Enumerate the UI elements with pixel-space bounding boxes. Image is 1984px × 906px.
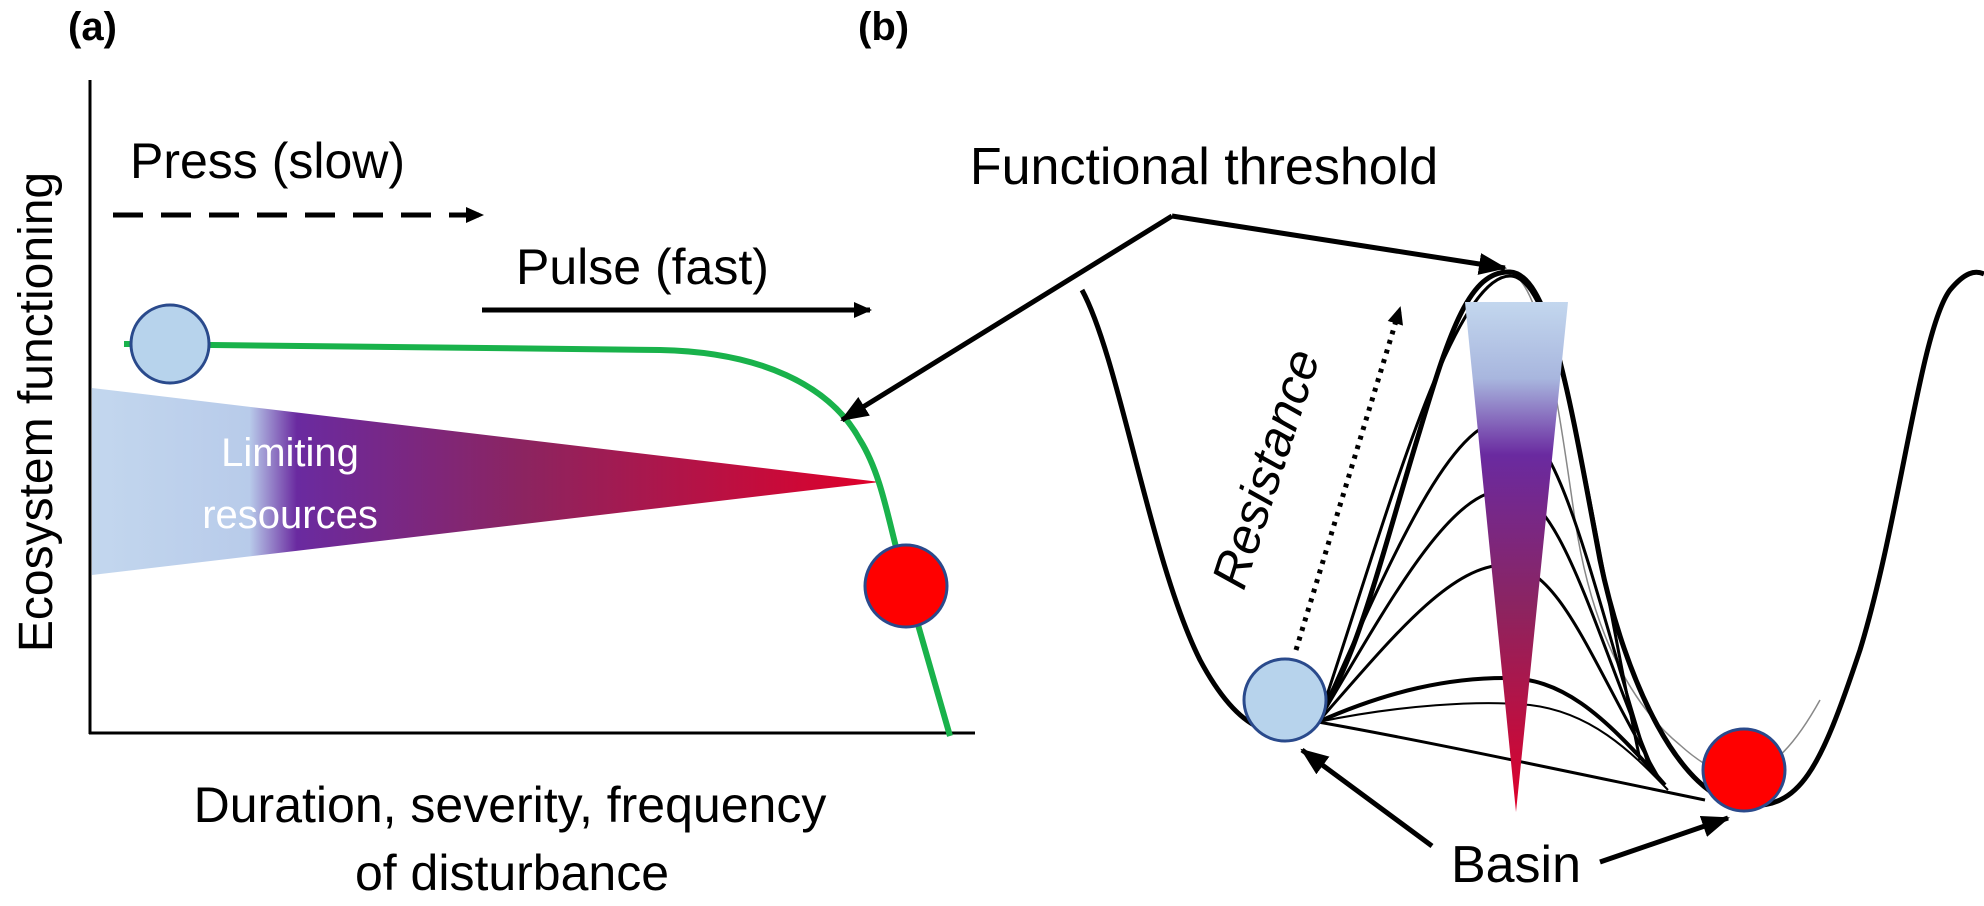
basin-arrow-right — [1599, 815, 1730, 865]
limiting-resources-wedge — [92, 388, 880, 575]
resource-cone — [1465, 302, 1568, 812]
pulse-label: Pulse (fast) — [516, 239, 769, 295]
functional-threshold-label: Functional threshold — [970, 138, 1438, 196]
basin-label: Basin — [1451, 836, 1581, 894]
wedge-label-line1: Limiting — [221, 431, 359, 475]
healthy-state-ball — [129, 303, 211, 385]
basin-arrow-left — [1300, 747, 1434, 849]
wedge-label-line2: resources — [202, 493, 378, 537]
panel-b: (b) Functional threshold Resistance Basi — [840, 5, 1984, 894]
threshold-arrow-to-peak — [1171, 213, 1507, 275]
threshold-arrow-to-curve — [840, 213, 1174, 423]
x-axis-label-line1: Duration, severity, frequency — [194, 777, 827, 833]
x-axis-label-line2: of disturbance — [355, 845, 669, 901]
degraded-state-ball — [863, 543, 949, 629]
degraded-basin-ball — [1701, 727, 1787, 813]
panel-a: (a) Ecosystem functioning Duration, seve… — [10, 5, 975, 901]
panel-a-label: (a) — [68, 5, 117, 49]
functioning-curve — [123, 341, 953, 737]
panel-b-label: (b) — [858, 5, 909, 49]
y-axis-label: Ecosystem functioning — [10, 172, 63, 652]
press-label: Press (slow) — [130, 133, 405, 189]
healthy-basin-ball — [1242, 657, 1328, 743]
resistance-label: Resistance — [1201, 342, 1331, 595]
